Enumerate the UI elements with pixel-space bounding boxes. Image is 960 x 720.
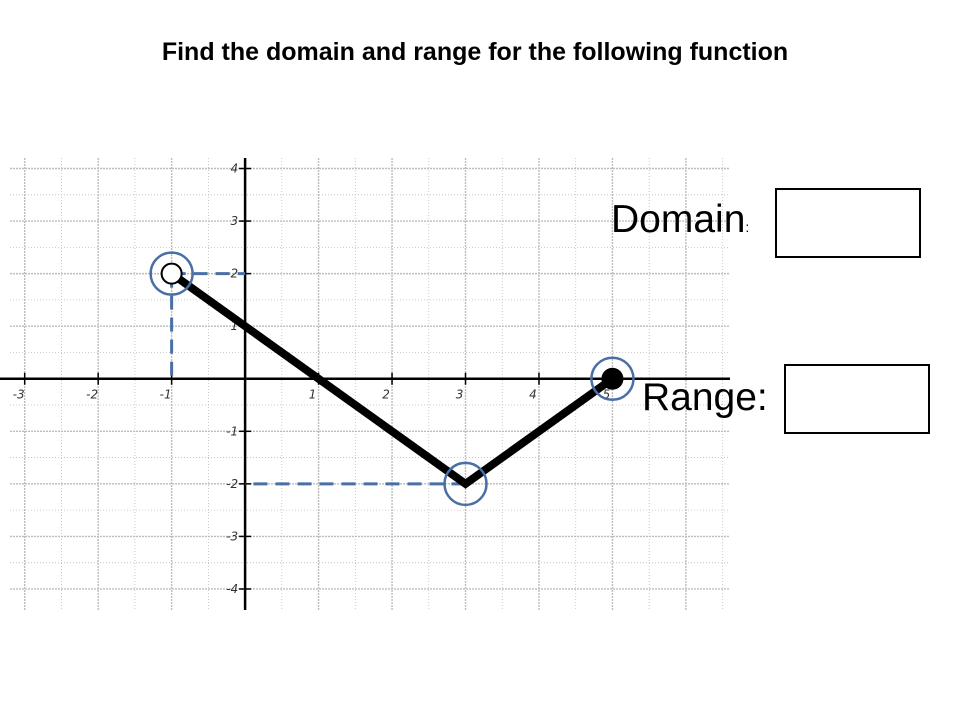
domain-label-colon: :	[745, 219, 750, 235]
x-tick-label: -3	[13, 388, 25, 402]
closed-endpoint	[601, 367, 624, 390]
y-tick-label: -2	[226, 477, 238, 491]
y-tick-label: -3	[226, 529, 238, 543]
y-tick-label: -4	[226, 582, 238, 596]
page-title: Find the domain and range for the follow…	[161, 38, 789, 66]
function-line	[169, 270, 615, 489]
series-line	[169, 270, 615, 489]
y-tick-label: 3	[230, 214, 238, 228]
x-tick-label: 3	[456, 388, 464, 402]
range-answer-box[interactable]	[784, 364, 930, 434]
endpoint-markers	[149, 251, 635, 507]
y-tick-label: 2	[230, 267, 238, 281]
x-tick-label: -2	[86, 388, 98, 402]
highlight-circle	[590, 356, 635, 401]
dashed-guides	[170, 272, 466, 486]
domain-label-text: Domain	[611, 198, 746, 241]
y-tick-label: 4	[230, 162, 238, 176]
x-tick-label: 2	[382, 388, 390, 402]
x-tick-label: -1	[160, 388, 172, 402]
x-tick-label: 5	[603, 388, 611, 402]
highlight-circle	[149, 251, 194, 296]
domain-answer-box[interactable]	[775, 188, 921, 258]
open-endpoint	[160, 262, 183, 285]
x-tick-label: 1	[309, 388, 317, 402]
highlight-circle	[443, 461, 488, 507]
x-tick-label: 4	[529, 388, 537, 402]
tick-labels: -3 -2 -1 1 2 3 4 5 4 3 2 1 -1 -2 -3 -4	[13, 162, 611, 596]
domain-label: Domain:	[611, 200, 749, 239]
range-label: Range:	[642, 376, 768, 419]
y-tick-label: 1	[230, 319, 238, 333]
y-tick-label: -1	[226, 424, 238, 438]
function-graph: -3 -2 -1 1 2 3 4 5 4 3 2 1 -1 -2 -3 -4	[0, 158, 730, 610]
